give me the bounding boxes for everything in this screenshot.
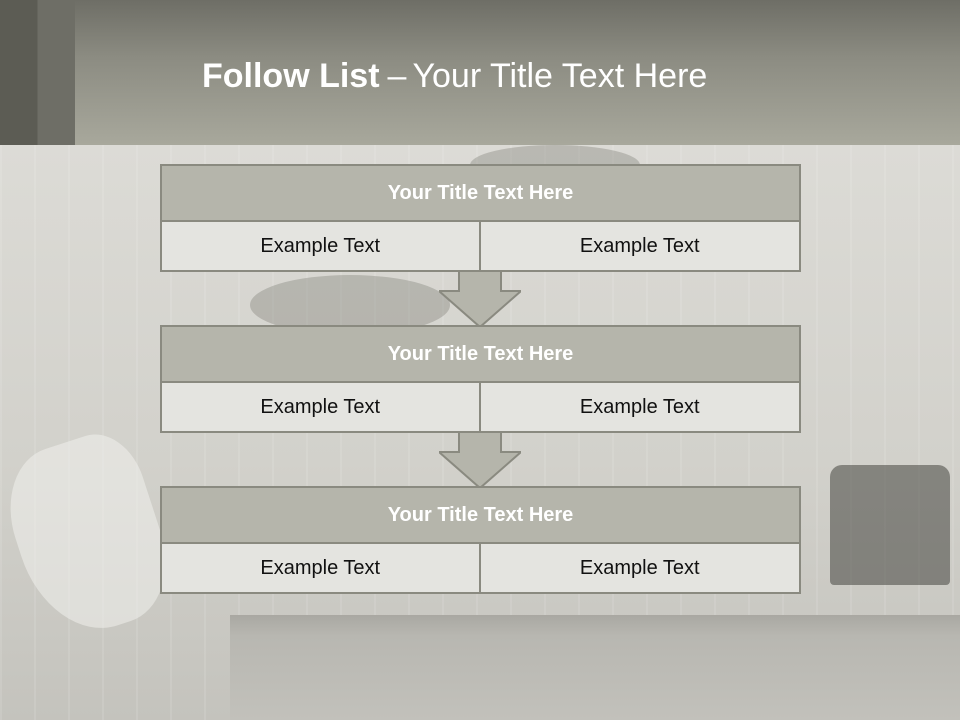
down-arrow-icon: [439, 432, 521, 490]
block-cell-right: Example Text: [480, 222, 801, 272]
block-title: Your Title Text Here: [160, 164, 801, 222]
block-cell-right: Example Text: [480, 544, 801, 594]
slide-title: Follow List–Your Title Text Here: [202, 54, 707, 98]
header-accent-strip: [0, 0, 75, 145]
block-cell-right: Example Text: [480, 383, 801, 433]
slide-title-separator: –: [387, 57, 407, 95]
down-arrow-icon: [439, 271, 521, 329]
flow-block-2: Your Title Text Here Example Text Exampl…: [160, 325, 801, 433]
block-title: Your Title Text Here: [160, 486, 801, 544]
block-row: Example Text Example Text: [160, 222, 801, 272]
photo-shoe: [0, 423, 184, 647]
block-cell-left: Example Text: [160, 544, 481, 594]
header-band: Follow List–Your Title Text Here: [0, 0, 960, 145]
photo-phone: [830, 465, 950, 585]
flow-block-1: Your Title Text Here Example Text Exampl…: [160, 164, 801, 272]
flow-block-3: Your Title Text Here Example Text Exampl…: [160, 486, 801, 594]
block-title: Your Title Text Here: [160, 325, 801, 383]
slide-title-rest: Your Title Text Here: [412, 57, 708, 95]
block-cell-left: Example Text: [160, 383, 481, 433]
block-cell-left: Example Text: [160, 222, 481, 272]
photo-desk: [230, 615, 960, 720]
block-row: Example Text Example Text: [160, 383, 801, 433]
slide-title-bold: Follow List: [202, 57, 380, 95]
block-row: Example Text Example Text: [160, 544, 801, 594]
